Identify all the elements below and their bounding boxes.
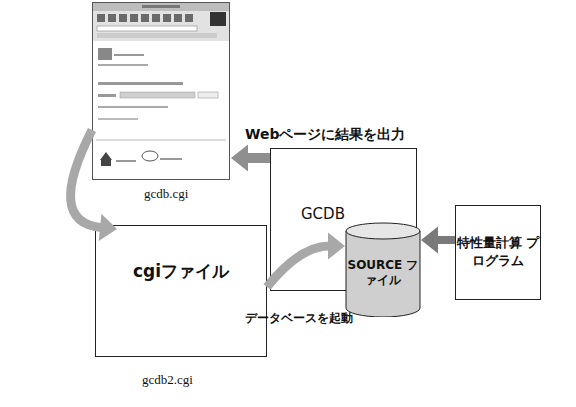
arrow-shaft xyxy=(437,236,455,244)
edge-label: Webページに結果を出力 xyxy=(245,126,405,144)
arrow-head xyxy=(231,144,248,171)
node-text: GCDB xyxy=(301,205,345,223)
cylinder-top xyxy=(346,223,420,239)
node-text: cgiファイル xyxy=(96,260,266,283)
node-caption: gcdb2.cgi xyxy=(142,372,193,388)
database-cylinder: SOURCE ファイル xyxy=(345,222,421,317)
node-text: 特性量計算 プログラム xyxy=(456,234,540,270)
flow-arrow xyxy=(421,226,455,253)
cylinder-body xyxy=(346,231,420,317)
process-box: 特性量計算 プログラム xyxy=(455,205,541,300)
process-box: cgiファイルgcdb2.cgi xyxy=(95,225,267,357)
flow-arrow xyxy=(231,144,270,171)
node-text: SOURCE ファイル xyxy=(345,258,421,288)
browser-window: gcdb.cgi xyxy=(92,2,230,180)
arrow-shaft xyxy=(247,153,270,163)
edge-label: データベースを起動 xyxy=(245,310,353,327)
arrow-head xyxy=(421,226,438,253)
node-text: gcdb.cgi xyxy=(144,186,188,202)
browser-screenshot xyxy=(92,2,230,180)
